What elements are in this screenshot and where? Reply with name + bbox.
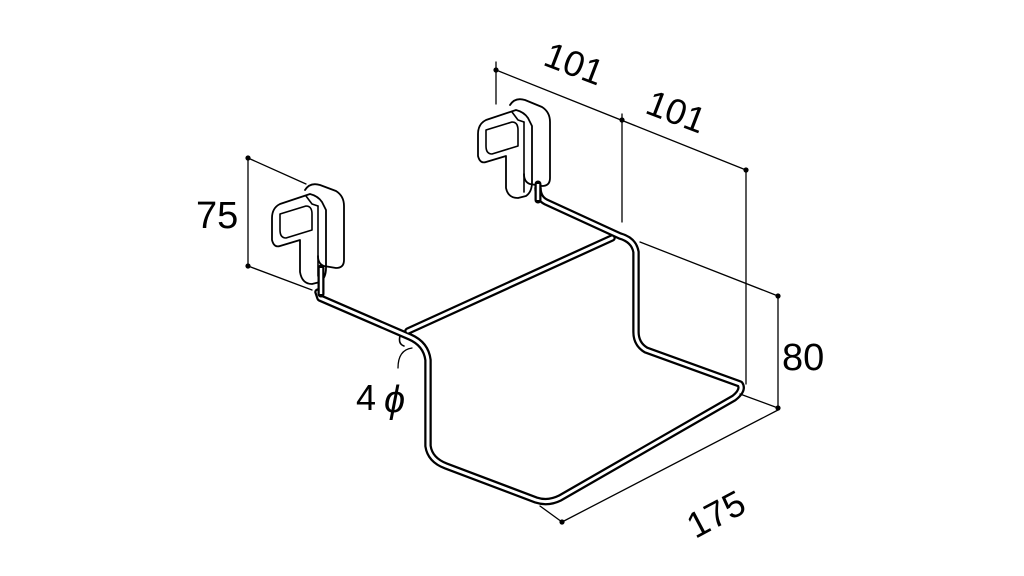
dim-wire-diameter-label: 4 bbox=[356, 377, 376, 418]
wire-frame bbox=[314, 184, 745, 506]
right-hook bbox=[477, 98, 551, 204]
left-hook bbox=[271, 183, 345, 298]
dim-hook-height-label: 75 bbox=[196, 195, 238, 237]
left-wire-outer bbox=[314, 184, 745, 506]
dim-diameter-symbol: ϕ bbox=[384, 379, 405, 421]
dim-depth-label: 80 bbox=[782, 337, 824, 379]
dim-length-label: 175 bbox=[680, 482, 752, 546]
dim-width-left-label: 101 bbox=[539, 34, 610, 94]
dimension-ticks bbox=[245, 67, 781, 525]
dimension-lines bbox=[247, 61, 779, 523]
